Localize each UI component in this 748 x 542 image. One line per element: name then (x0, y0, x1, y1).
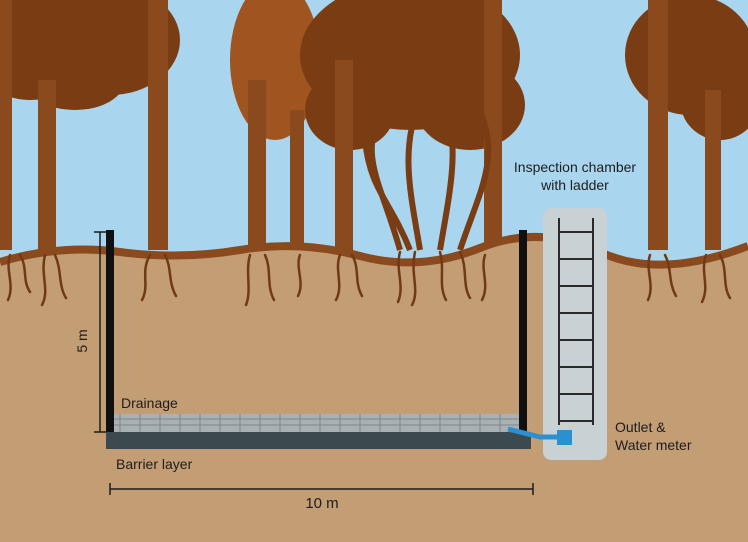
inspection-chamber (543, 208, 607, 460)
width-label: 10 m (305, 495, 339, 512)
chamber-label-line2: with ladder (541, 177, 609, 193)
drainage-label: Drainage (121, 395, 178, 411)
tree-trunks (0, 0, 721, 250)
ladder (558, 218, 594, 425)
barrier-layer (106, 432, 531, 449)
depth-label: 5 m (74, 329, 90, 353)
right-wall (519, 230, 527, 432)
outlet-label-line1: Outlet & (615, 419, 666, 435)
outlet-label-line2: Water meter (615, 437, 692, 453)
left-wall (106, 230, 114, 432)
water-meter (557, 430, 572, 445)
depth-dimension (94, 231, 106, 433)
width-dimension (109, 483, 534, 495)
roots (6, 250, 732, 307)
drainage-texture (114, 414, 519, 432)
chamber-label: Inspection chamber with ladder (505, 158, 645, 194)
forest-canopy (0, 0, 748, 150)
outlet-pipe (507, 426, 560, 440)
barrier-label: Barrier layer (116, 456, 193, 472)
bush-stems (362, 98, 492, 252)
drainage-layer (114, 414, 519, 432)
chamber-label-line1: Inspection chamber (513, 159, 637, 175)
outlet-label: Outlet & Water meter (615, 418, 692, 454)
